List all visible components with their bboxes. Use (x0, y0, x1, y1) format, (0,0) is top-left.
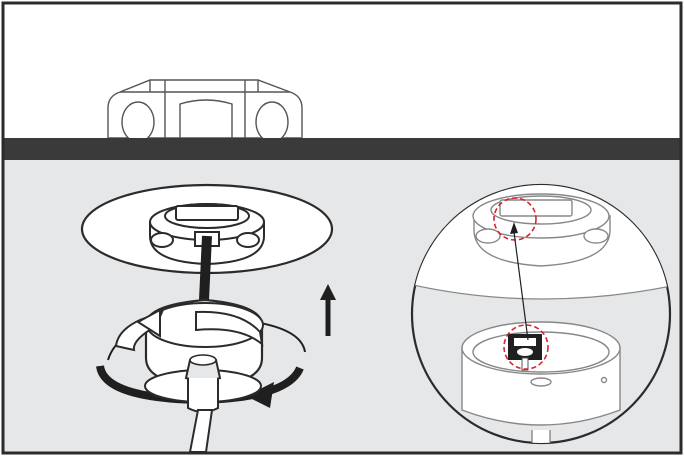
junction-box (107, 79, 303, 143)
highlight-clip (503, 324, 549, 370)
magnifier-detail-icon (410, 183, 672, 445)
light-fixture (96, 298, 306, 453)
upper-area (4, 4, 680, 138)
detail-clip (508, 334, 542, 371)
ceiling-band (4, 138, 680, 160)
alignment-arrow (513, 231, 529, 341)
cable-upper (199, 235, 212, 301)
rotation-arrows-icon (114, 308, 264, 352)
detail-bracket (472, 193, 611, 267)
up-arrow-icon (320, 284, 336, 336)
rotation-arrowhead (246, 382, 274, 408)
